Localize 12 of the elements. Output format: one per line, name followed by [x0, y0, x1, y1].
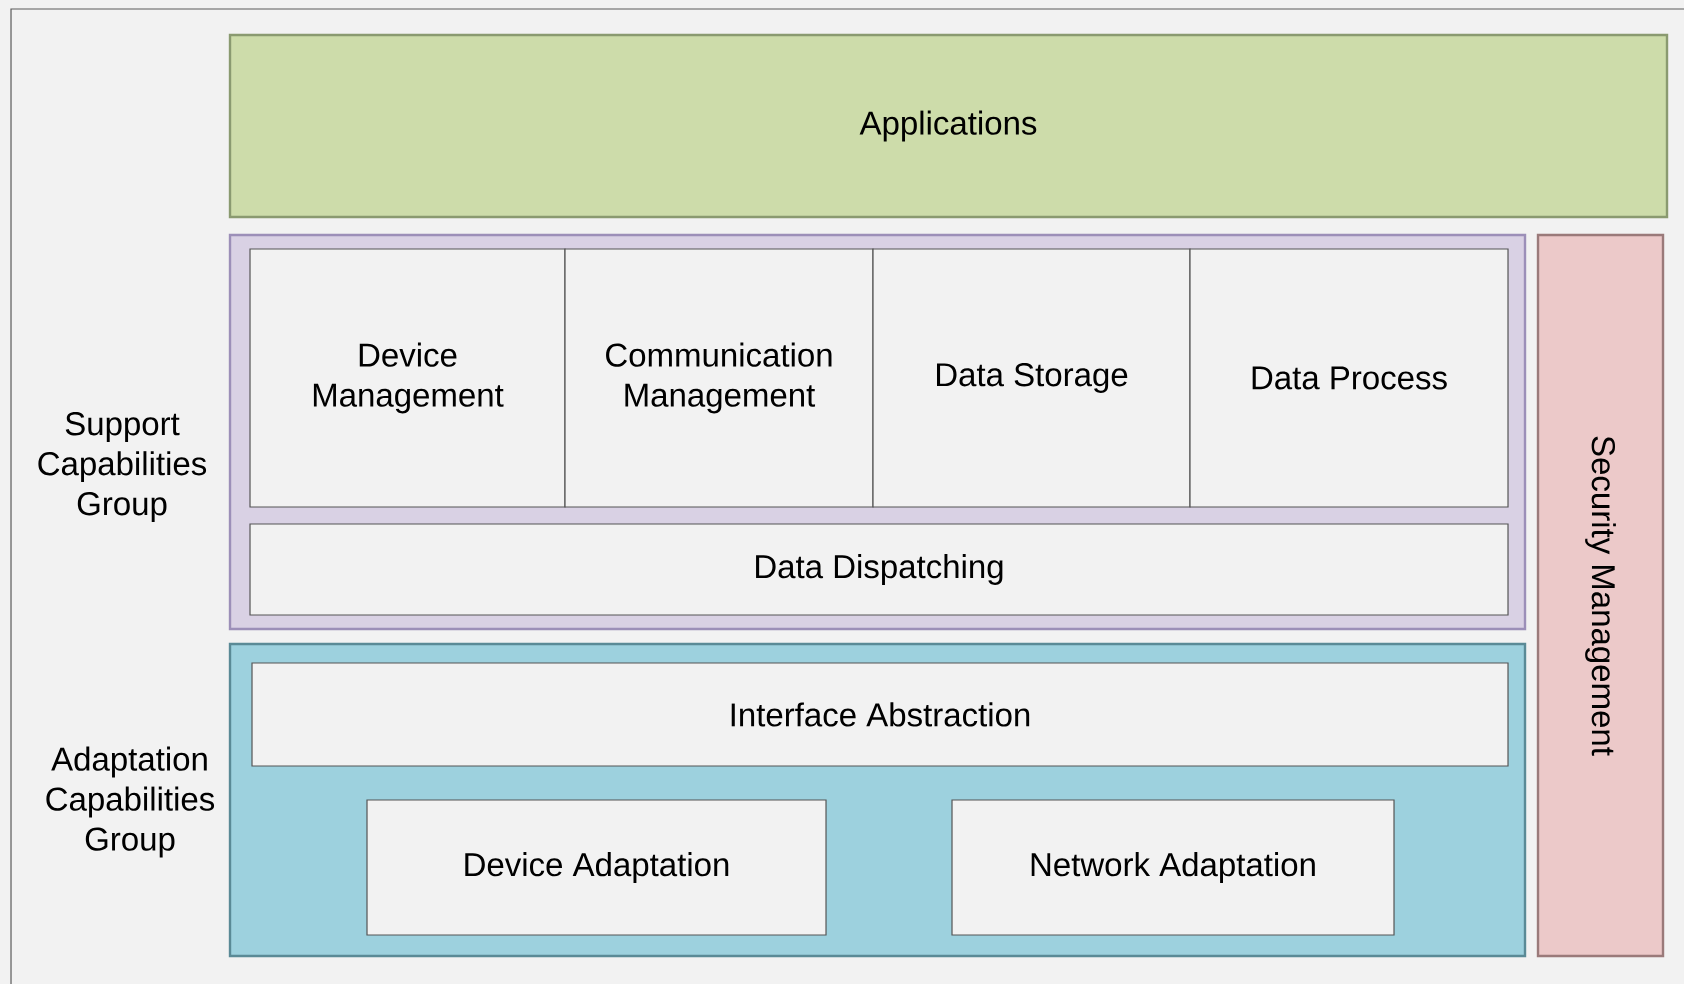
module-box: Interface Abstraction	[251, 662, 1509, 767]
module-box: Data Storage	[872, 248, 1191, 508]
group-label: Support Capabilities Group	[38, 412, 207, 522]
layer-box: Applications	[228, 33, 1669, 219]
module-box: Data Dispatching	[249, 523, 1509, 616]
module-box: Network Adaptation	[951, 799, 1395, 936]
group-label: Adaptation Capabilities Group	[46, 746, 215, 858]
module-box: Data Process	[1189, 248, 1509, 508]
module-box: Communication Management	[564, 248, 874, 508]
side-bar-box: Security Management	[1536, 233, 1665, 958]
module-box: Device Management	[249, 248, 566, 508]
module-box: Device Adaptation	[366, 799, 827, 936]
